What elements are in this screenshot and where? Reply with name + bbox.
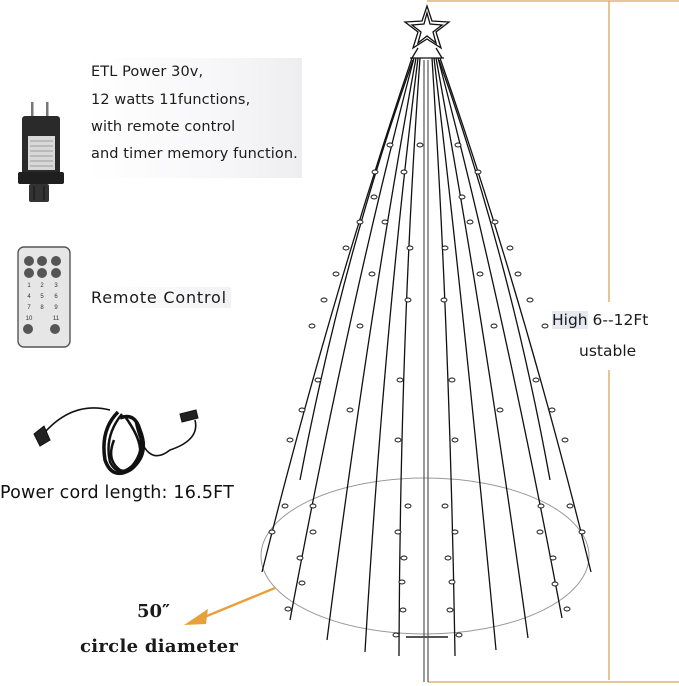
svg-text:8: 8 [40, 305, 44, 311]
spec-line-power: ETL Power 30v, [91, 64, 204, 80]
center-pole [406, 60, 448, 682]
adapter-spec-block: ETL Power 30v, 12 watts 11functions, wit… [88, 58, 302, 178]
diameter-value: 50″ [137, 601, 171, 622]
spec-line-remote: with remote control [91, 119, 236, 135]
power-adapter-icon [18, 102, 64, 202]
power-cord-label: Power cord length: 16.5FT [0, 483, 235, 503]
svg-text:1: 1 [27, 283, 31, 289]
spec-line-watts: 12 watts 11functions, [91, 92, 251, 108]
light-bulbs [268, 142, 586, 638]
height-label: High 6--12Ft [550, 311, 651, 329]
height-adjustable-label: ustable [577, 342, 639, 360]
diameter-arrow [184, 586, 276, 625]
star-topper-icon [403, 3, 451, 59]
light-strands [261, 57, 592, 657]
remote-control-label: Remote Control [89, 287, 231, 308]
spec-line-timer: and timer memory function. [91, 146, 298, 162]
height-label-prefix: High [552, 311, 588, 329]
svg-text:5: 5 [40, 294, 44, 300]
height-dimension-lines [427, 0, 679, 683]
svg-text:3: 3 [54, 283, 58, 289]
svg-text:2: 2 [40, 283, 44, 289]
svg-text:7: 7 [27, 305, 31, 311]
svg-text:6: 6 [54, 294, 58, 300]
svg-text:11: 11 [53, 316, 60, 322]
svg-text:4: 4 [27, 294, 31, 300]
diameter-label: circle diameter [80, 636, 239, 657]
svg-text:10: 10 [26, 316, 33, 322]
svg-text:9: 9 [54, 305, 58, 311]
power-cord-icon [33, 407, 199, 476]
remote-control-icon: 1 2 3 4 5 6 7 8 9 10 11 [17, 246, 71, 348]
height-label-value: 6--12Ft [587, 311, 649, 329]
base-circle [260, 477, 590, 635]
